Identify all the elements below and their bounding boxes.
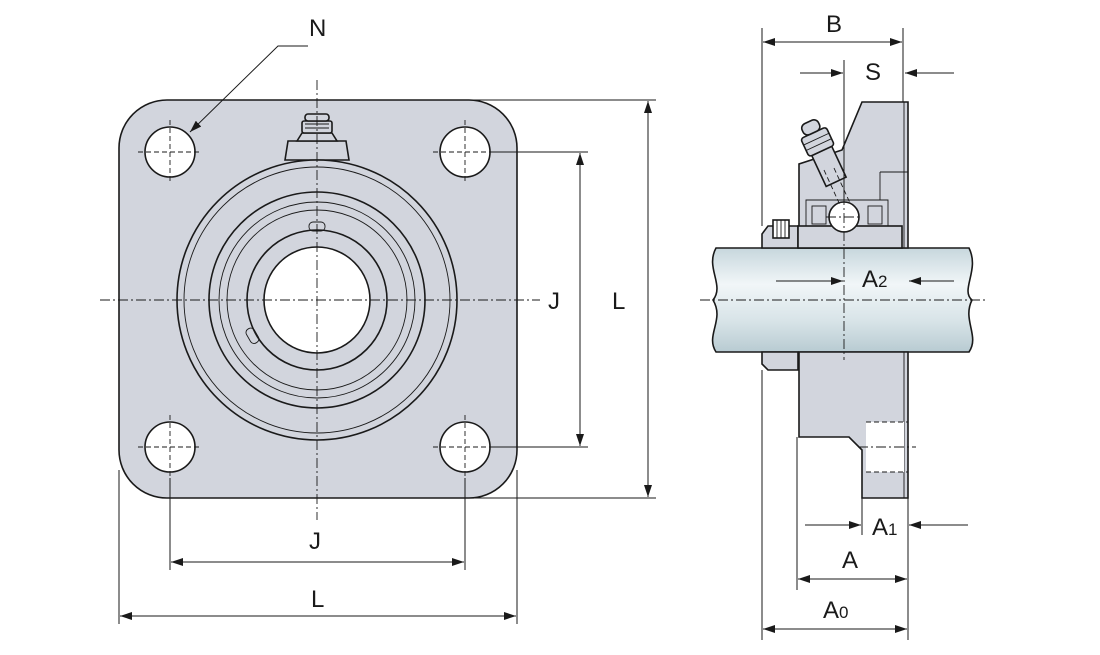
label-j-vertical: J — [548, 288, 560, 315]
label-a0: A0 — [823, 597, 848, 624]
label-l-vertical: L — [612, 288, 625, 315]
shaft — [711, 247, 974, 353]
label-a1: A1 — [872, 514, 897, 541]
dim-j-vertical — [490, 151, 588, 448]
side-grease-nipple — [800, 118, 848, 188]
n-leader-line — [189, 45, 308, 133]
label-s: S — [865, 59, 881, 86]
label-a: A — [842, 547, 858, 574]
front-view: N J L J L — [100, 15, 656, 624]
dim-l-horizontal — [118, 470, 518, 624]
bolt-hole-centerlines — [138, 120, 497, 479]
label-b: B — [826, 11, 842, 38]
set-screw-side — [245, 327, 260, 344]
collar-set-screw — [772, 219, 790, 239]
label-l-horizontal: L — [311, 586, 324, 613]
dim-a1 — [805, 498, 968, 640]
collar-lower — [761, 351, 799, 371]
dim-b — [761, 28, 904, 226]
label-a2: A2 — [862, 266, 887, 293]
dim-s — [800, 60, 954, 200]
side-view: B S A2 A1 A — [700, 11, 985, 640]
dim-a0 — [761, 370, 907, 640]
dim-l-vertical — [470, 99, 656, 499]
dim-j-horizontal — [169, 478, 466, 570]
label-n: N — [309, 15, 326, 42]
label-j-horizontal: J — [309, 528, 321, 555]
dim-a — [796, 437, 907, 590]
bearing-race — [805, 199, 889, 226]
